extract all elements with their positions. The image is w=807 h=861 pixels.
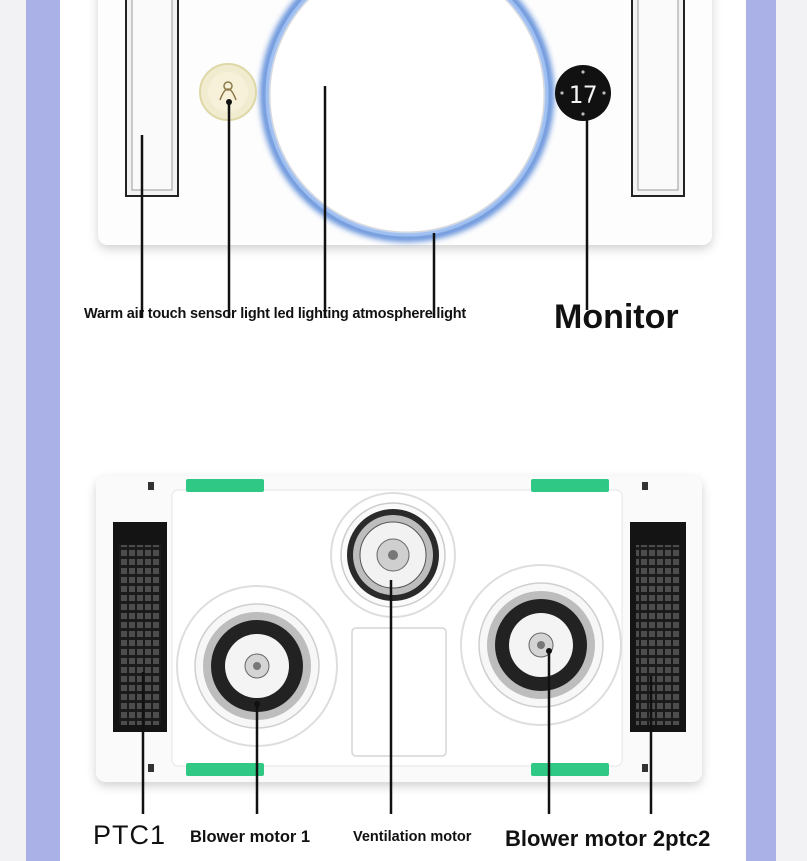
back-panel — [96, 476, 702, 782]
monitor-readout: 17 — [569, 81, 598, 109]
monitor-display: 17 — [555, 65, 611, 121]
rubber-strip-top-right — [531, 479, 609, 492]
blower-motor-2 — [460, 564, 622, 726]
rubber-strip-bottom-right — [531, 763, 609, 776]
ventilation-motor-label: Ventilation motor — [353, 829, 472, 845]
ptc2-heater — [630, 522, 686, 732]
bottom-leader-lines — [141, 580, 653, 814]
blower-motor-1-label: Blower motor 1 — [190, 828, 311, 846]
rubber-strip-top-left — [186, 479, 264, 492]
rubber-strip-bottom-left — [186, 763, 264, 776]
ptc1-heater — [113, 522, 167, 732]
atmosphere-light-ring — [260, 0, 554, 242]
left-side-band — [26, 0, 60, 861]
ventilation-fan — [330, 492, 456, 618]
blower-motor-2-label: Blower motor 2ptc2 — [505, 826, 711, 851]
monitor-label: Monitor — [554, 298, 679, 336]
top-caption-label: Warm air touch sensor light led lighting… — [84, 306, 467, 322]
ptc1-label: PTC1 — [93, 820, 167, 850]
front-panel: 17 — [98, 0, 712, 245]
right-side-band — [746, 0, 776, 861]
top-leader-lines — [140, 86, 589, 318]
led-light-disc — [269, 0, 545, 233]
blower-motor-1 — [176, 585, 338, 747]
